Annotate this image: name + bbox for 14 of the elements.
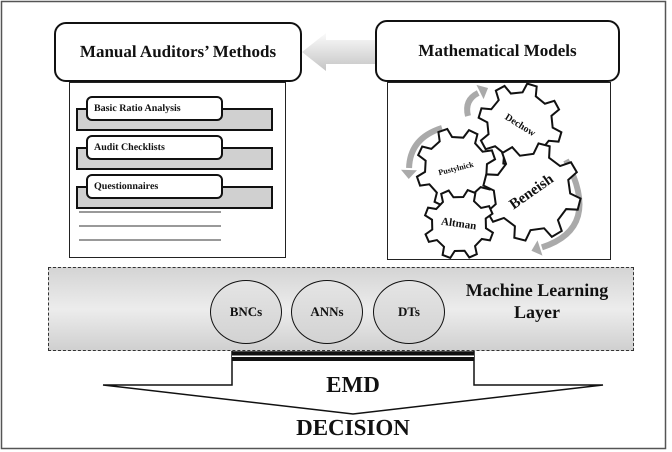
node-label: DECISION [296, 415, 410, 441]
layer-band [48, 267, 634, 351]
node-label: DTs [398, 304, 420, 320]
node-label: Machine Learning Layer [464, 280, 610, 324]
node-label: Basic Ratio Analysis [94, 103, 181, 114]
node-label: Audit Checklists [94, 142, 165, 153]
node-label: ANNs [310, 304, 344, 320]
edge-label: EMD [326, 372, 380, 398]
node-label: Mathematical Models [418, 41, 577, 61]
node-label: Questionnaires [94, 181, 158, 192]
node-label: BNCs [230, 304, 262, 320]
node-label: Manual Auditors’ Methods [80, 42, 276, 62]
node-label: Altman [440, 216, 478, 232]
node-label: Pustylnick [437, 159, 475, 177]
